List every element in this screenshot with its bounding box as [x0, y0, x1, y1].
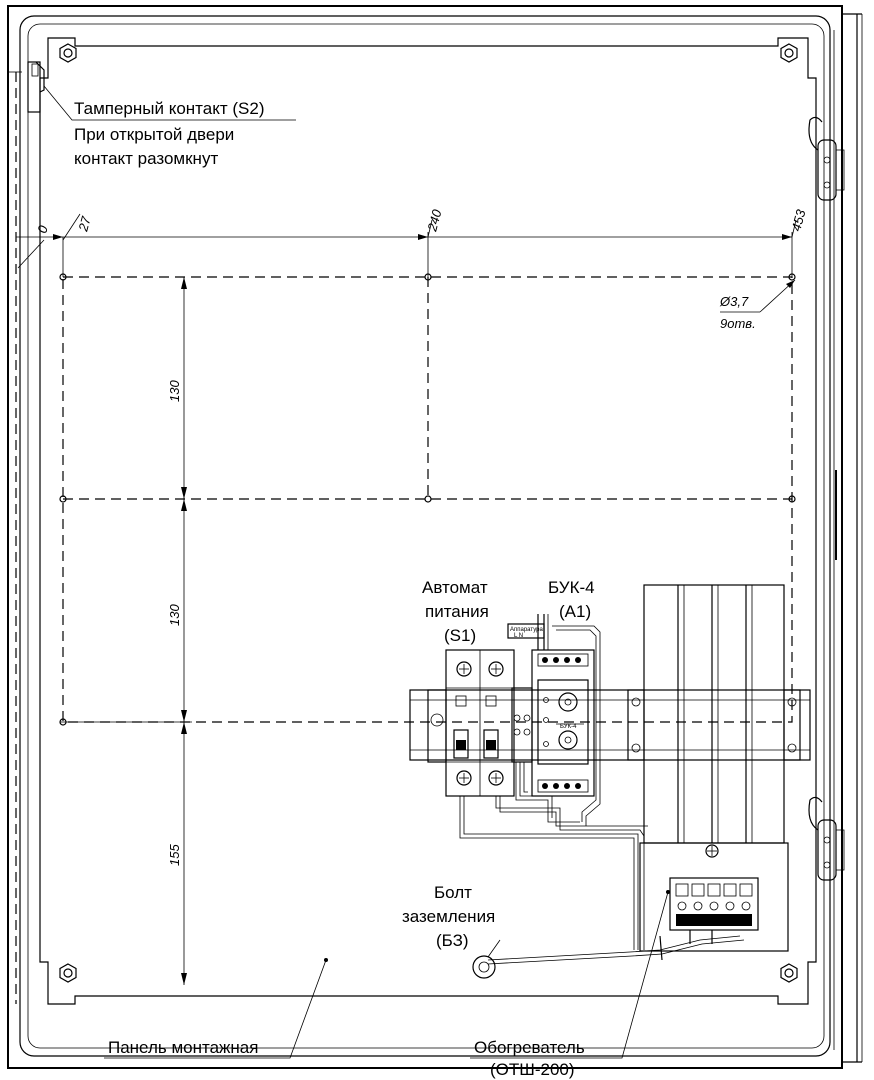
door-seal-dashed: [8, 71, 22, 1004]
horizontal-dimension-line: [16, 213, 797, 277]
tamper-label-line2: контакт разомкнут: [74, 149, 218, 168]
tamper-label-title: Тамперный контакт (S2): [74, 99, 264, 118]
bolt-label-line2: заземления: [402, 907, 495, 926]
wiring: [459, 614, 745, 965]
hole: [59, 495, 67, 503]
tamper-leader: [43, 85, 296, 121]
hole-diameter-label: Ø3,7: [719, 294, 749, 309]
dim-v3: 155: [167, 844, 182, 866]
corner-nut-tl: [59, 43, 77, 63]
heater-otsh200: [639, 584, 789, 952]
circuit-breaker-s1: [427, 649, 515, 797]
breaker-tag-sub: L N: [514, 633, 523, 639]
dim-v2: 130: [167, 604, 182, 626]
dim-x240: 240: [424, 207, 445, 234]
breaker-tag: [507, 614, 545, 650]
hole-count-label: 9отв.: [720, 316, 756, 331]
tamper-label-line1: При открытой двери: [74, 125, 234, 144]
heater-terminal-block: [669, 877, 759, 931]
mounting-panel-outline: [39, 37, 817, 1005]
dim-v1: 130: [167, 380, 182, 402]
tamper-contact-s2: [27, 61, 45, 113]
buk4-label-line1: БУК-4: [548, 578, 595, 597]
buk4-label-line2: (А1): [559, 602, 591, 621]
dim-x0: 0: [34, 223, 51, 235]
hole: [788, 495, 796, 503]
hole-callout-leader: [720, 279, 796, 313]
corner-nut-br: [780, 963, 798, 983]
hinge-top: [808, 116, 845, 201]
heater-label-line1: Обогреватель: [474, 1038, 585, 1057]
panel-label: Панель монтажная: [108, 1038, 258, 1057]
buk4-face-text: БУК-4: [560, 724, 577, 730]
dim-x27: 27: [75, 214, 94, 234]
breaker-label-line1: Автомат: [422, 578, 488, 597]
dim-x453: 453: [788, 207, 808, 233]
bolt-label-line1: Болт: [434, 883, 472, 902]
hole: [424, 495, 432, 503]
breaker-tag-text: Аппаратура: [510, 627, 543, 633]
heater-leader: [470, 890, 670, 1059]
bolt-label-line3: (БЗ): [436, 931, 469, 950]
terminal-block: [511, 687, 533, 763]
vertical-dimension-line: [60, 277, 192, 985]
buk4-relay: [531, 649, 595, 797]
panel-leader: [104, 958, 328, 1059]
breaker-label-line2: питания: [425, 602, 489, 621]
breaker-label-line3: (S1): [444, 626, 476, 645]
corner-nut-tr: [780, 43, 798, 63]
heater-label-line2: (ОТШ-200): [490, 1060, 575, 1079]
door-edge: [833, 10, 863, 1066]
grounding-bolt: [472, 939, 501, 979]
hole-grid: [62, 276, 793, 723]
din-rail: [409, 689, 811, 761]
hinge-bottom: [808, 796, 845, 881]
corner-nut-bl: [59, 963, 77, 983]
